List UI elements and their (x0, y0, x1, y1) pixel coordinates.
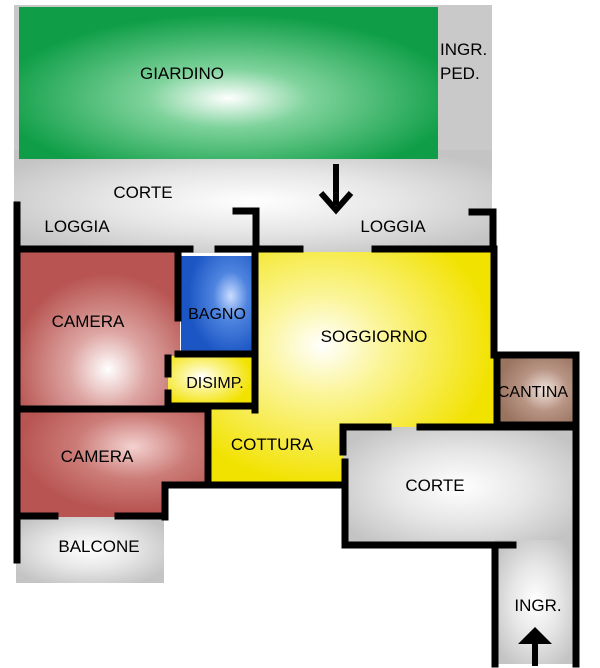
label-ingr: INGR. (514, 596, 561, 615)
label-ingr-ped-1: INGR. (440, 40, 487, 59)
label-cottura: COTTURA (231, 435, 314, 454)
label-corte-bottom: CORTE (405, 476, 464, 495)
label-balcone: BALCONE (58, 537, 139, 556)
label-giardino: GIARDINO (140, 64, 224, 83)
label-corte-top: CORTE (113, 183, 172, 202)
label-disimp: DISIMP. (186, 375, 244, 392)
bagno-area (181, 256, 252, 356)
label-cantina: CANTINA (498, 384, 569, 401)
entry-arrow-down-icon (318, 164, 354, 215)
label-camera-top: CAMERA (52, 312, 125, 331)
label-ingr-ped-2: PED. (440, 64, 480, 83)
entry-arrow-up-icon (518, 627, 552, 666)
label-camera-bottom: CAMERA (61, 447, 134, 466)
camera-top-area (20, 250, 180, 409)
walls (13, 201, 580, 668)
label-bagno: BAGNO (188, 306, 246, 323)
camera-bottom-area (20, 409, 208, 517)
balcone-area (16, 516, 164, 583)
label-soggiorno: SOGGIORNO (321, 327, 428, 346)
label-loggia-right: LOGGIA (360, 217, 426, 236)
disimp-area (168, 356, 253, 408)
cantina-area (497, 355, 576, 425)
giardino-area (19, 7, 438, 159)
label-loggia-left: LOGGIA (44, 217, 110, 236)
